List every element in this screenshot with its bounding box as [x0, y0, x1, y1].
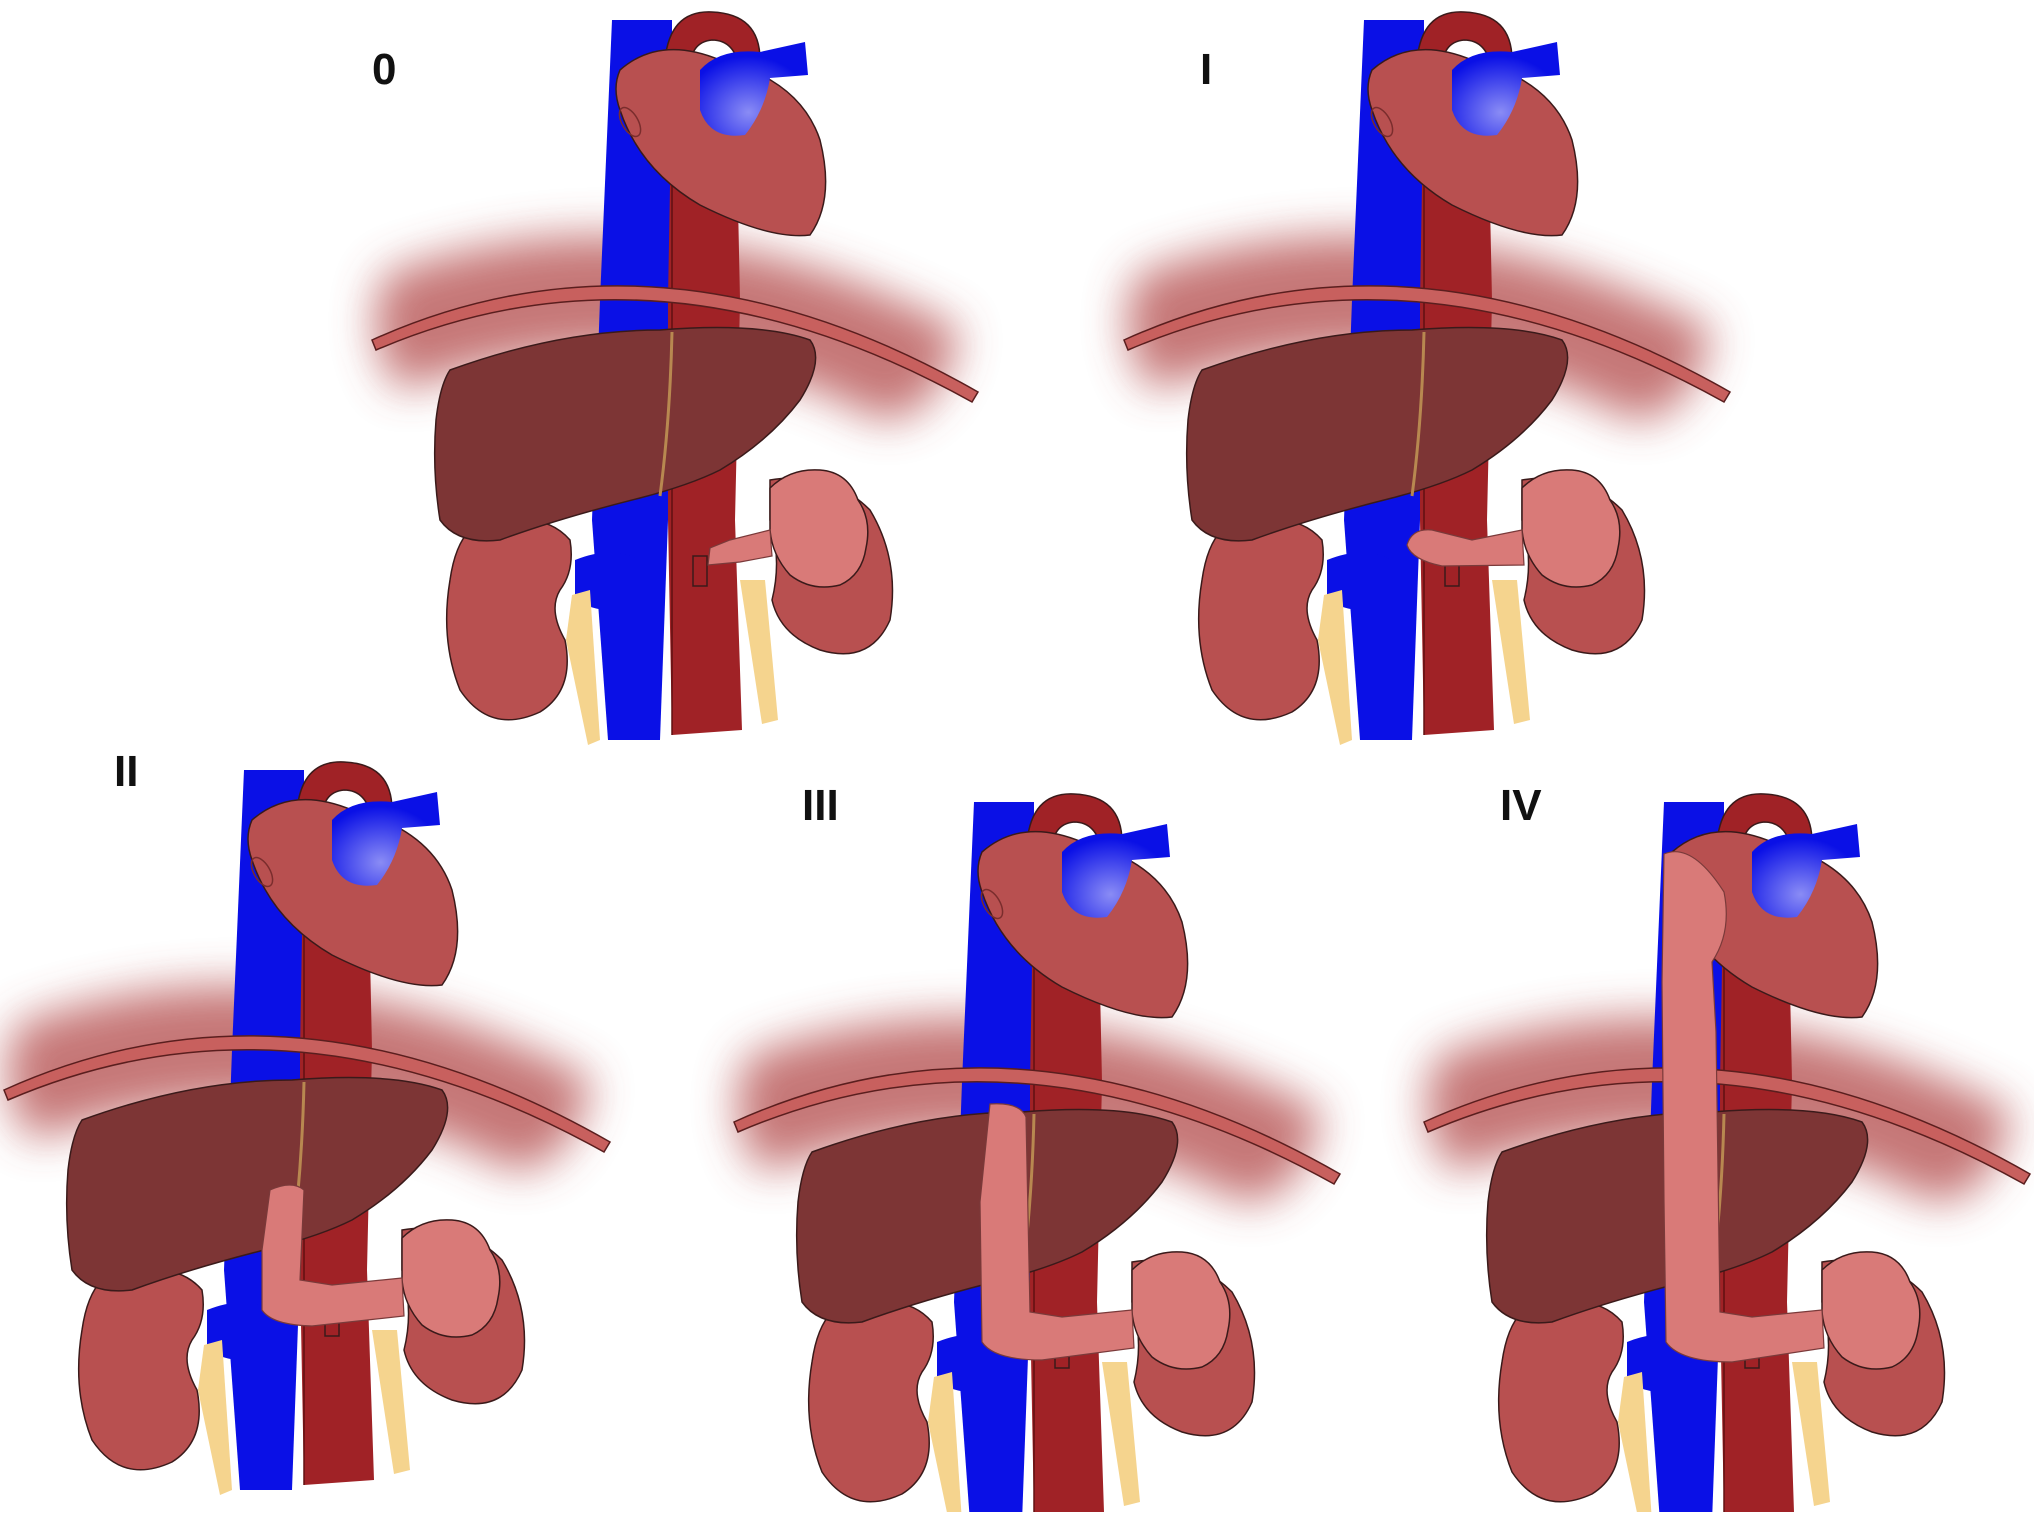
diaphragm	[1423, 1067, 2032, 1186]
renal-tumor	[401, 1219, 501, 1338]
diaphragm	[733, 1067, 1342, 1186]
right-ureter	[1318, 590, 1352, 745]
left-ureter	[1492, 580, 1530, 724]
liver	[65, 1076, 449, 1292]
right-ureter	[1618, 1372, 1652, 1517]
right-renal-vein	[575, 552, 640, 612]
pulmonary-artery	[700, 42, 808, 136]
panel-II	[3, 761, 612, 1495]
right-renal-vein	[207, 1302, 272, 1362]
panel-label-I: I	[1200, 45, 1213, 94]
tumor-thrombus	[1661, 851, 1825, 1363]
right-kidney	[1197, 518, 1324, 721]
left-ureter	[1102, 1362, 1140, 1506]
panel-label-II: II	[114, 747, 139, 796]
left-ureter	[740, 580, 778, 724]
panel-III	[733, 793, 1342, 1517]
right-kidney	[807, 1300, 934, 1503]
left-ureter	[1792, 1362, 1830, 1506]
pulmonary-artery	[1452, 42, 1560, 136]
falciform-ligament	[1410, 331, 1426, 497]
right-kidney	[77, 1268, 204, 1471]
pulmonary-artery	[332, 792, 440, 886]
right-renal-vein	[1327, 552, 1392, 612]
diaphragm	[371, 285, 980, 404]
panel-0	[371, 11, 980, 745]
liver	[433, 326, 817, 542]
right-renal-vein	[937, 1334, 1002, 1394]
atrial-appendage	[618, 106, 642, 138]
right-kidney	[445, 518, 572, 721]
tumor-thrombus	[979, 1103, 1135, 1361]
diaphragm	[1123, 285, 1732, 404]
atrial-appendage	[980, 888, 1004, 920]
panel-label-0: 0	[372, 45, 397, 94]
pulmonary-artery	[1752, 824, 1860, 918]
atrial-appendage	[250, 856, 274, 888]
tumor-thrombus	[1406, 529, 1525, 567]
falciform-ligament	[658, 331, 674, 497]
tumor-thrombus	[261, 1184, 405, 1327]
panel-IV	[1423, 793, 2032, 1517]
left-renal-artery	[692, 555, 708, 587]
panel-I	[1123, 11, 1732, 745]
renal-tumor	[769, 469, 869, 588]
right-ureter	[566, 590, 600, 745]
renal-tumor	[1821, 1251, 1921, 1370]
tumor-thrombus	[707, 529, 773, 566]
liver	[1185, 326, 1569, 542]
right-kidney	[1497, 1300, 1624, 1503]
panel-label-III: III	[802, 781, 839, 830]
panel-label-IV: IV	[1500, 781, 1542, 830]
pulmonary-artery	[1062, 824, 1170, 918]
left-ureter	[372, 1330, 410, 1474]
right-ureter	[928, 1372, 962, 1517]
diaphragm	[3, 1035, 612, 1154]
atrial-appendage	[1370, 106, 1394, 138]
renal-tumor	[1131, 1251, 1231, 1370]
renal-tumor	[1521, 469, 1621, 588]
right-ureter	[198, 1340, 232, 1495]
